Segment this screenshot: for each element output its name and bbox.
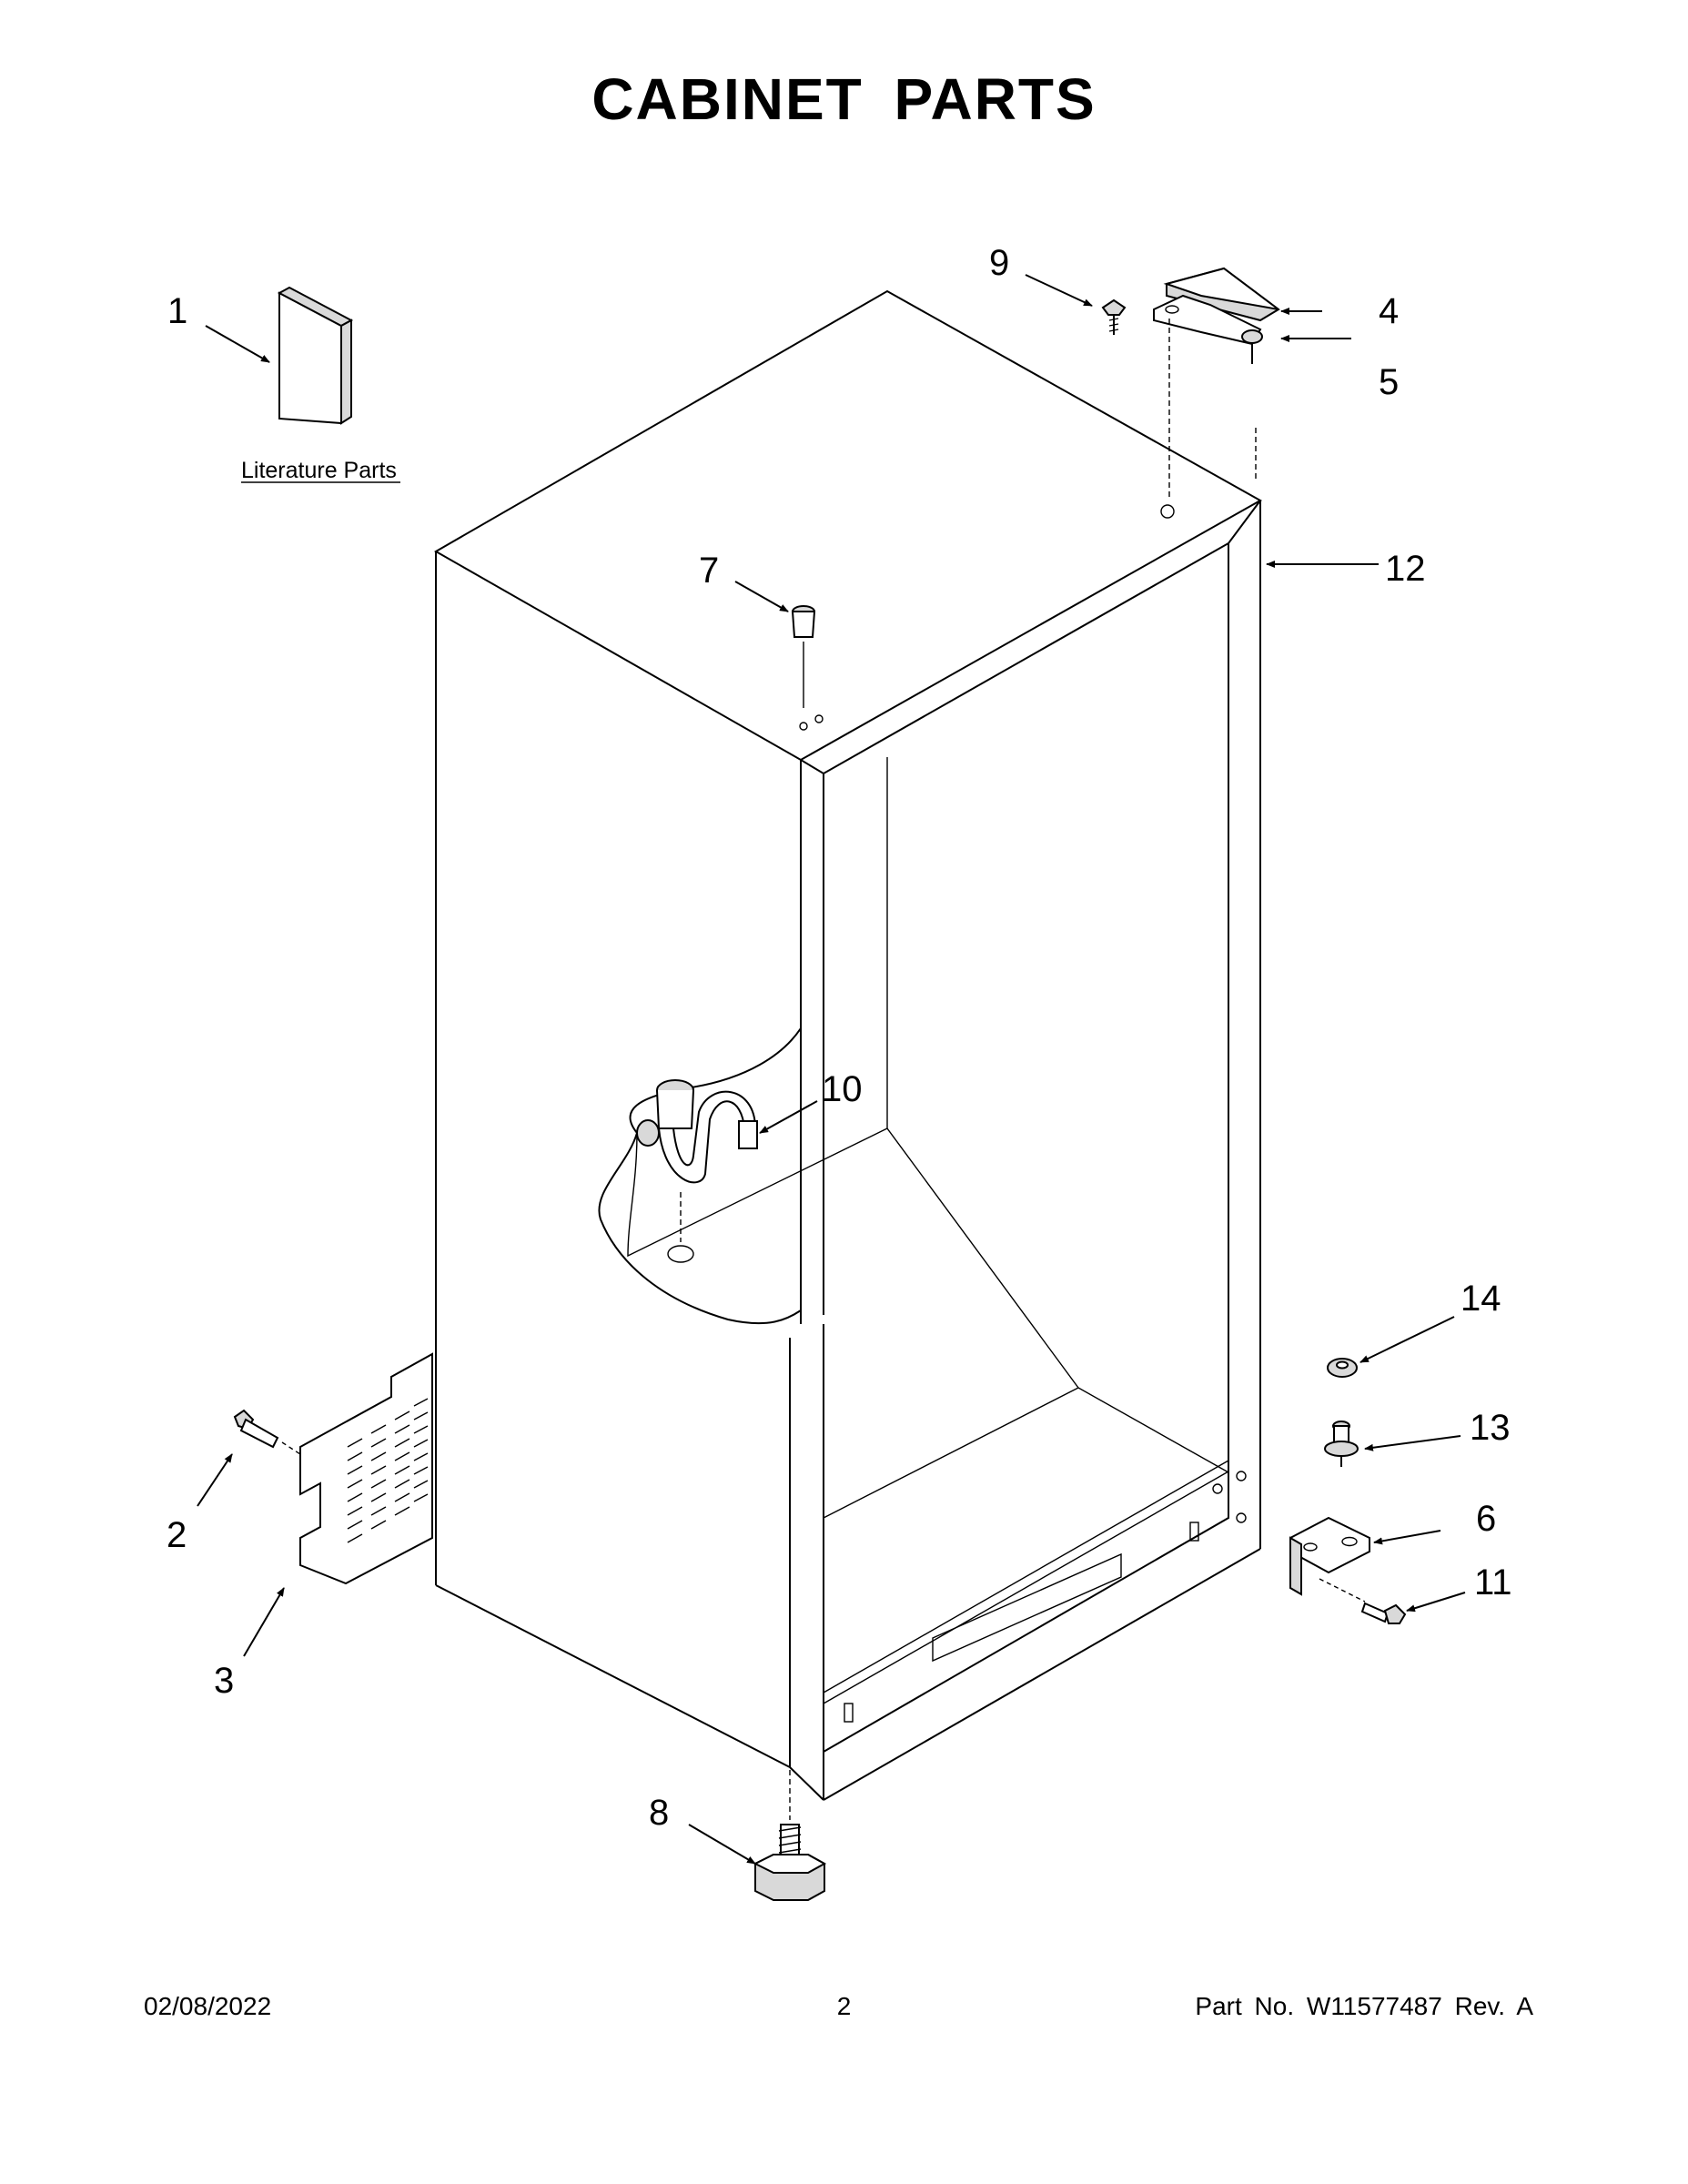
- callout-labels: 1 2 3 4 5 6 7 8 9 10 11 12 13 14: [167, 243, 1512, 1833]
- part-14-washer: [1327, 1358, 1358, 1378]
- callout-12: 12: [1385, 549, 1426, 589]
- part-7-plug: [791, 605, 816, 708]
- callout-7: 7: [699, 551, 719, 591]
- callout-2: 2: [167, 1515, 187, 1555]
- callout-5: 5: [1379, 362, 1399, 402]
- cabinet-body: [433, 289, 1263, 1801]
- part-9-hinge-screw: [1101, 298, 1127, 335]
- callout-8: 8: [649, 1793, 669, 1833]
- footer-date: 02/08/2022: [144, 1992, 272, 2020]
- part-2-screw: [233, 1409, 301, 1455]
- callout-1: 1: [167, 291, 187, 331]
- part-10-drain-trap: [636, 1079, 758, 1242]
- part-4-hinge-cover: [1163, 267, 1280, 322]
- callout-9: 9: [989, 243, 1009, 283]
- footer-part-number: Part No. W11577487 Rev. A: [1195, 1992, 1533, 2020]
- footer-page-number: 2: [836, 1992, 852, 2020]
- part-5-top-hinge: [1153, 294, 1263, 500]
- callout-11: 11: [1474, 1562, 1512, 1603]
- part-11-hinge-screw: [1360, 1602, 1407, 1624]
- callout-6: 6: [1476, 1499, 1496, 1539]
- callout-arrows: [197, 274, 1466, 1865]
- callout-3: 3: [214, 1661, 234, 1701]
- callout-10: 10: [822, 1069, 863, 1109]
- page-title: CABINET PARTS: [591, 66, 1097, 132]
- part-6-bottom-hinge: [1289, 1516, 1370, 1603]
- part-8-leveling-leg: [753, 1770, 827, 1901]
- literature-booklet: Literature Parts: [241, 286, 400, 483]
- callout-14: 14: [1461, 1279, 1501, 1319]
- callout-4: 4: [1379, 291, 1399, 331]
- callout-13: 13: [1470, 1408, 1511, 1448]
- part-3-rear-panel: [299, 1352, 433, 1585]
- part-13-hinge-pin: [1324, 1421, 1359, 1467]
- literature-parts-label: Literature Parts: [241, 458, 397, 483]
